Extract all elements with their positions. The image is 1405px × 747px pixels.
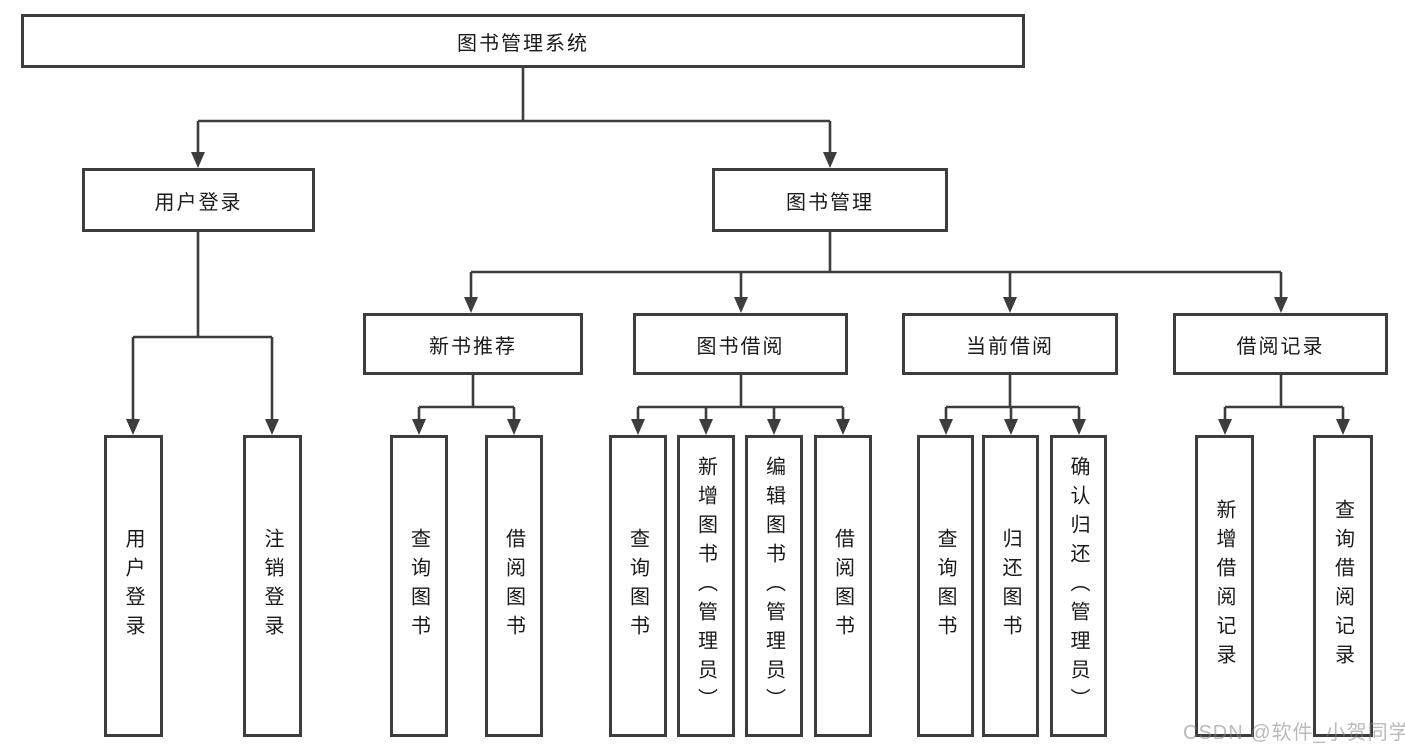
leaf-query-books-borrowing: 查询图书 — [609, 435, 667, 737]
node-borrowing-records: 借阅记录 — [1173, 313, 1388, 375]
leaf-edit-books-admin: 编辑图书（管理员） — [745, 435, 803, 737]
leaf-borrow-books-borrowing: 借阅图书 — [814, 435, 872, 737]
node-label: 查询图书 — [626, 528, 649, 644]
leaf-confirm-return-admin: 确认归还（管理员） — [1050, 435, 1107, 737]
leaf-return-books: 归还图书 — [982, 435, 1039, 737]
connector-root-to-level2 — [191, 68, 837, 168]
node-label: 用户登录 — [122, 528, 144, 644]
node-label: 图书管理 — [786, 191, 874, 214]
arrow-down-icon — [1003, 297, 1017, 313]
arrow-down-icon — [1004, 419, 1018, 435]
node-label: 图书借阅 — [696, 335, 785, 358]
connector-new-book-recommendation-to-leaves — [412, 375, 521, 435]
node-book-borrowing: 图书借阅 — [633, 313, 848, 375]
arrow-down-icon — [734, 297, 748, 313]
leaf-borrow-books-recommendation: 借阅图书 — [485, 435, 543, 737]
node-label: 注销登录 — [261, 528, 283, 644]
node-label: 借阅记录 — [1236, 335, 1325, 358]
leaf-add-borrowing-record: 新增借阅记录 — [1195, 435, 1254, 737]
arrow-down-icon — [939, 419, 953, 435]
connector-user-login-to-leaves — [126, 232, 279, 435]
node-label: 编辑图书（管理员） — [762, 455, 785, 717]
connector-current-borrowing-to-leaves — [939, 375, 1086, 435]
node-user-login: 用户登录 — [82, 168, 315, 232]
leaf-user-login: 用户登录 — [104, 435, 163, 737]
connector-book-borrowing-to-leaves — [631, 375, 850, 435]
arrow-down-icon — [699, 419, 713, 435]
arrow-down-icon — [1274, 297, 1288, 313]
leaf-add-books-admin: 新增图书（管理员） — [677, 435, 735, 737]
arrow-down-icon — [412, 419, 426, 435]
arrow-down-icon — [631, 419, 645, 435]
node-label: 新增图书（管理员） — [694, 455, 717, 717]
node-library-management-system: 图书管理系统 — [21, 14, 1025, 68]
arrow-down-icon — [836, 419, 850, 435]
leaf-query-books-current: 查询图书 — [917, 435, 974, 737]
arrow-down-icon — [1072, 419, 1086, 435]
node-label: 图书管理系统 — [457, 32, 589, 55]
node-label: 借阅图书 — [502, 528, 525, 644]
node-book-management: 图书管理 — [712, 168, 948, 232]
arrow-down-icon — [126, 419, 140, 435]
arrow-down-icon — [191, 152, 205, 168]
connector-borrowing-records-to-leaves — [1218, 375, 1350, 435]
node-label: 归还图书 — [999, 528, 1021, 644]
node-label: 借阅图书 — [831, 528, 854, 644]
node-label: 查询借阅记录 — [1331, 499, 1354, 673]
node-label: 用户登录 — [154, 191, 243, 214]
connector-book-management-to-level3 — [464, 232, 1288, 313]
arrow-down-icon — [265, 419, 279, 435]
arrow-down-icon — [507, 419, 521, 435]
node-label: 查询图书 — [407, 528, 430, 644]
node-current-borrowing: 当前借阅 — [902, 313, 1118, 375]
csdn-watermark: CSDN @软件_小贺同学 — [1183, 722, 1405, 744]
node-label: 当前借阅 — [966, 335, 1054, 358]
arrow-down-icon — [823, 152, 837, 168]
node-new-book-recommendation: 新书推荐 — [363, 313, 583, 375]
arrow-down-icon — [1336, 419, 1350, 435]
node-label: 查询图书 — [934, 528, 956, 644]
arrow-down-icon — [464, 297, 478, 313]
leaf-query-borrowing-record: 查询借阅记录 — [1313, 435, 1373, 737]
node-label: 新增借阅记录 — [1213, 499, 1235, 673]
leaf-query-books-recommendation: 查询图书 — [390, 435, 448, 737]
arrow-down-icon — [1218, 419, 1232, 435]
arrow-down-icon — [767, 419, 781, 435]
node-label: 新书推荐 — [429, 335, 517, 358]
node-label: 确认归还（管理员） — [1067, 455, 1089, 717]
leaf-logout: 注销登录 — [243, 435, 302, 737]
